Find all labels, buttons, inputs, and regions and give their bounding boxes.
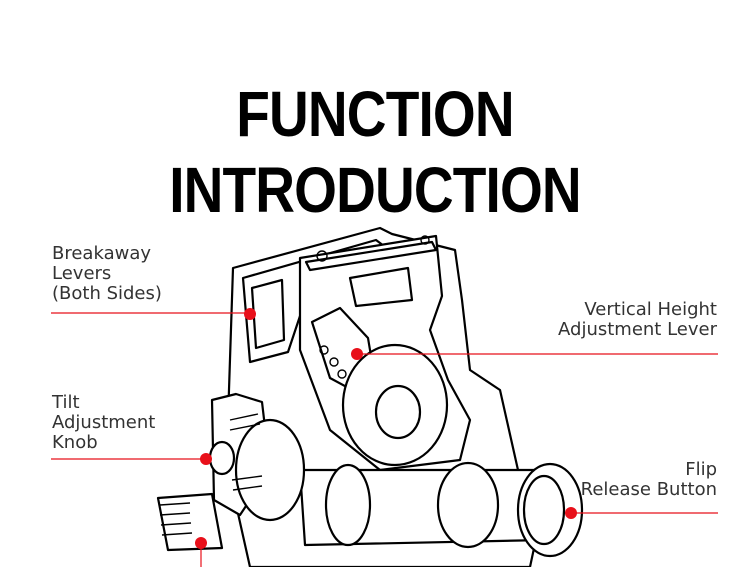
tilt-knob-center [208,440,236,476]
tilt-label: Tilt Adjustment Knob [52,393,155,453]
flip-marker-dot [565,507,577,519]
lever-screw-1 [319,345,329,355]
page-title: FUNCTION INTRODUCTION [169,78,581,226]
breakaway-label-line-3: (Both Sides) [52,283,162,304]
vertical-label-line-2: Adjustment Lever [558,319,717,340]
hinge-cap-left [324,463,372,547]
vertical-label: Vertical Height Adjustment Lever [558,300,717,340]
flip-release-button-face [522,474,566,546]
tab-grip-ridges [159,502,193,536]
breakaway-label-line-1: Breakaway [52,243,151,264]
flip-label-line-1: Flip [685,459,717,480]
top-screw-right [420,235,430,245]
breakaway-label-line-2: Levers [52,263,112,284]
tilt-marker-dot [200,453,212,465]
lever-screw-3 [337,369,347,379]
lever-screw-2 [329,357,339,367]
tilt-label-line-2: Adjustment [52,412,156,433]
breakaway-lever-tab [250,278,286,350]
release-tab [156,492,224,552]
arm-top-rail [304,240,438,272]
flip-label: Flip Release Button [581,460,717,500]
vertical-label-line-1: Vertical Height [584,299,717,320]
vertical-marker-dot [351,348,363,360]
knob-grip-ridges [229,413,263,491]
tilt-knob-housing [234,418,306,522]
top-screw [316,250,328,262]
pivot-hub [374,384,422,440]
breakaway-label: Breakaway Levers (Both Sides) [52,244,162,304]
tilt-label-line-1: Tilt [52,392,80,413]
tab-marker-dot [195,537,207,549]
breakaway-marker-dot [244,308,256,320]
hinge-mid [436,461,500,549]
flip-label-line-2: Release Button [580,479,717,500]
tilt-label-line-3: Knob [52,432,98,453]
arm-slot [348,266,414,308]
